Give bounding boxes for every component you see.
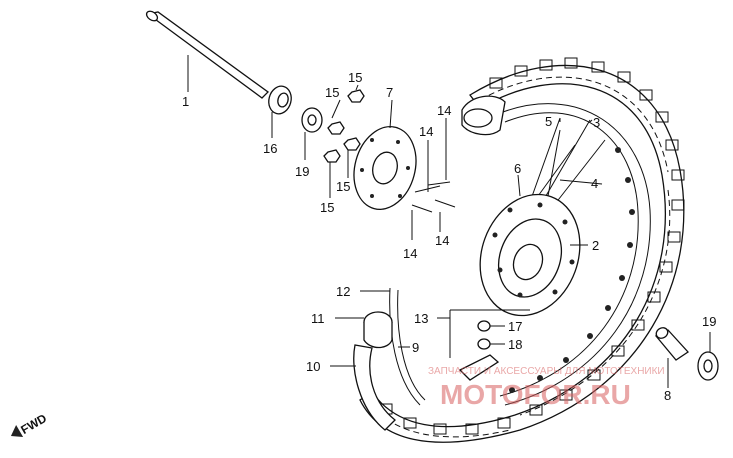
rim-band [389, 287, 426, 406]
callout-15-left: 15 [325, 85, 339, 100]
callout-16: 16 [263, 141, 277, 156]
callout-3: 3 [593, 115, 600, 130]
part-18 [477, 338, 491, 350]
callout-7: 7 [386, 85, 393, 100]
callout-15-bottom: 15 [320, 200, 334, 215]
watermark-line2: MOTOFOR.RU [440, 379, 631, 410]
callout-19-left: 19 [295, 164, 309, 179]
callout-9: 9 [412, 340, 419, 355]
callout-19-right: 19 [702, 314, 716, 329]
tire [359, 57, 685, 443]
callout-12: 12 [336, 284, 350, 299]
callout-4: 4 [591, 176, 598, 191]
part-17 [477, 320, 491, 332]
forward-direction-indicator: FWD [10, 411, 49, 438]
inner-tube [461, 95, 506, 136]
nuts-15 [323, 89, 365, 163]
collar-8 [654, 327, 689, 361]
axle [145, 10, 269, 99]
callout-14-top: 14 [437, 103, 451, 118]
seal-19-left [301, 107, 323, 133]
callout-15-mid: 15 [336, 179, 350, 194]
callout-10: 10 [306, 359, 320, 374]
callout-14-bottom-right: 14 [435, 233, 449, 248]
collar-16 [268, 85, 292, 115]
callout-17: 17 [508, 319, 522, 334]
callout-labels: 1 2 3 4 5 6 7 8 9 10 11 12 13 14 14 14 1… [182, 70, 716, 403]
callout-11: 11 [311, 311, 325, 326]
callout-8: 8 [664, 388, 671, 403]
callout-2: 2 [592, 238, 599, 253]
tube-section [363, 311, 393, 349]
bolts-14 [411, 181, 456, 213]
callout-6: 6 [514, 161, 521, 176]
callout-5: 5 [545, 114, 552, 129]
seal-19-right [697, 351, 719, 381]
hub [479, 193, 581, 317]
rim [494, 103, 651, 406]
callout-1: 1 [182, 94, 189, 109]
callout-15-top: 15 [348, 70, 362, 85]
watermark: ЗАПЧАСТИ И АКСЕССУАРЫ ДЛЯ МОТОТЕХНИКИ MO… [428, 366, 665, 410]
callout-14-mid: 14 [419, 124, 433, 139]
tire-section [353, 344, 396, 431]
valve-cap [458, 354, 500, 381]
brake-disc [353, 126, 417, 210]
fwd-label: FWD [18, 411, 49, 437]
callout-13: 13 [414, 311, 428, 326]
watermark-line1: ЗАПЧАСТИ И АКСЕССУАРЫ ДЛЯ МОТОТЕХНИКИ [428, 366, 665, 377]
callout-18: 18 [508, 337, 522, 352]
leader-lines [187, 55, 711, 388]
callout-14-bottom-left: 14 [403, 246, 417, 261]
arrow-left-icon [10, 424, 24, 438]
